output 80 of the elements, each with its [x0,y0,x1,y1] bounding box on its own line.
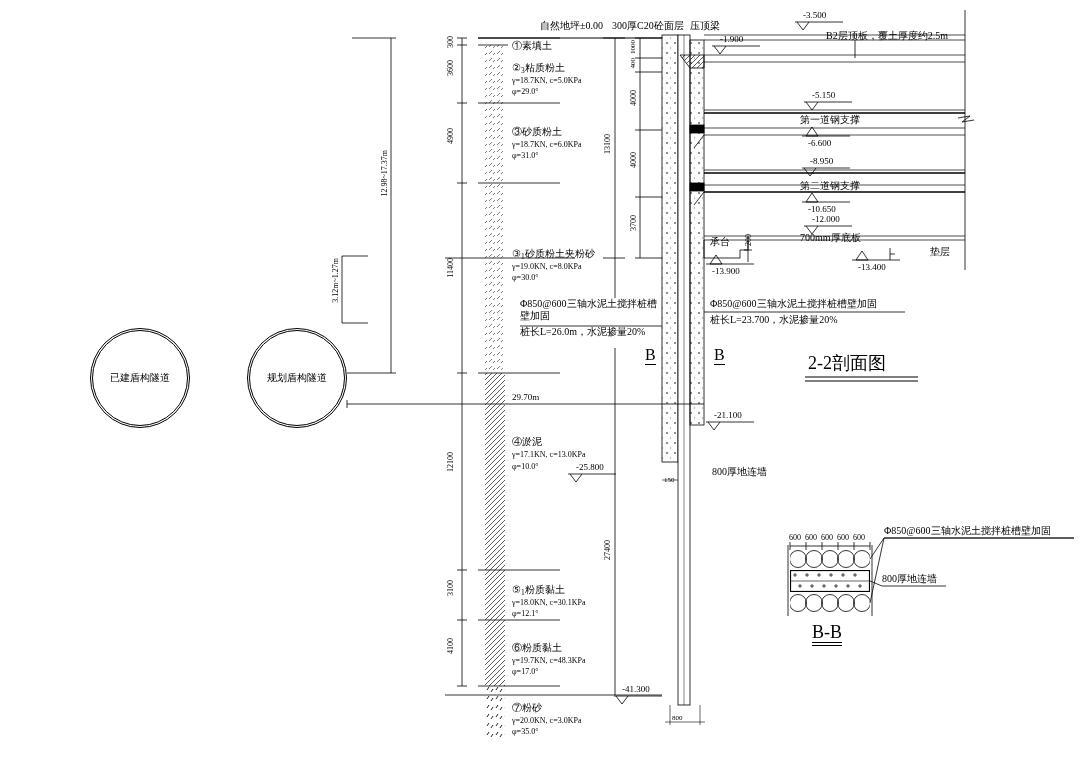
dimension-text: 3100 [446,580,456,596]
soil-property: φ=31.0° [512,151,539,161]
dimension-text: 12.98~17.37m [380,150,390,197]
soil-property: φ=17.0° [512,667,539,677]
annotation-text: 承台 [710,236,730,248]
soil-property: γ=20.0KN, c=3.0KPa [512,716,582,726]
annotation-text: 自然地坪±0.00 [540,20,603,32]
elevation-text: -10.650 [808,204,836,215]
soil-property: γ=18.0KN, c=30.1KPa [512,598,586,608]
elevation-text: -25.800 [576,462,604,473]
dimension-text: 4000 [629,90,639,106]
callout-text: Φ850@600三轴水泥土搅拌桩槽壁加固 [884,524,1074,538]
soil-layer-name: ④淤泥 [512,436,542,448]
annotation-text: 桩长L=26.0m，水泥掺量20% [520,326,646,338]
dimension-text: 12100 [446,452,456,472]
annotation-text: 700mm厚底板 [800,232,861,244]
annotation-text: 第一道钢支撑 [800,114,860,126]
soil-layer-name: ③砂质粉土 [512,126,562,138]
soil-layer-name: ⑦粉砂 [512,702,542,714]
dimension-text: 600 [789,533,801,543]
soil-layer-name: ⑥粉质黏土 [512,642,562,654]
elevation-text: -13.900 [712,266,740,277]
elevation-text: -5.150 [812,90,836,101]
soil-property: φ=35.0° [512,727,539,737]
soil-layer-name: ①素填土 [512,40,552,52]
annotation-text: 第二道钢支撑 [800,180,860,192]
callout-text: 800厚地连墙 [882,572,946,586]
section-title: 2-2剖面图 [808,352,886,374]
annotation-text: Φ850@600三轴水泥土搅拌桩槽壁加固 [710,298,877,310]
soil-layer-name: ⑤$_{1}$粉质黏土 [512,584,565,596]
dimension-text: 29.70m [512,392,540,403]
elevation-text: -3.500 [803,10,827,21]
dimension-text: 600 [821,533,833,543]
dimension-text: 13100 [603,134,613,154]
dimension-text: 600 [837,533,849,543]
elevation-text: -6.600 [808,138,832,149]
dimension-text: 4900 [446,128,456,144]
elevation-text: -41.300 [622,684,650,695]
annotation-text: 800厚地连墙 [712,466,767,478]
dimension-text: 600 [805,533,817,543]
leader-line [869,580,947,587]
soil-property: γ=18.7KN, c=6.0KPa [512,140,582,150]
soil-property: φ=30.0° [512,273,539,283]
soil-property: γ=19.0KN, c=8.0KPa [512,262,582,272]
dimension-text: 300 [446,36,456,48]
annotation-text: 压顶梁 [690,20,720,32]
pile-row [790,594,870,612]
elevation-text: -13.400 [858,262,886,273]
pile-row [790,550,870,568]
elevation-text: -12.000 [812,214,840,225]
soil-property: γ=17.1KN, c=13.0KPa [512,450,586,460]
section-title: B-B [812,622,842,646]
section-mark: B [714,346,725,365]
leader-line [869,537,1075,604]
annotation-text: B2层顶板，覆土厚度约2.5m [826,30,948,42]
annotation-text: Φ850@600三轴水泥土搅拌桩槽壁加固 [520,298,658,322]
elevation-text: -21.100 [714,410,742,421]
dimension-text: 11400 [446,258,456,278]
annotation-text: 300厚C20砼面层 [612,20,684,32]
dimension-text: 3.12m~1.27m [331,258,341,303]
dimension-text: 3600 [446,60,456,76]
soil-property: γ=18.7KN, c=5.0KPa [512,76,582,86]
elevation-text: -8.950 [810,156,834,167]
dimension-text: 600 [853,533,865,543]
soil-layer-name: ③$_{1}$砂质粉土夹粉砂 [512,248,595,260]
soil-property: φ=12.1° [512,609,539,619]
soil-property: φ=10.0° [512,462,539,472]
annotation-text: 垫层 [930,246,950,258]
elevation-text: -1.900 [720,34,744,45]
soil-property: φ=29.0° [512,87,539,97]
diaphragm-wall-band [790,570,870,592]
dimension-text: 200 [744,234,754,246]
annotation-text: 桩长L=23.700，水泥掺量20% [710,314,838,326]
soil-property: γ=19.7KN, c=48.3KPa [512,656,586,666]
section-mark: B [645,346,656,365]
soil-layer-name: ②$_{3}$粘质粉土 [512,62,565,74]
dimension-text: 27400 [603,540,613,560]
dimension-text: 3700 [629,215,639,231]
dimension-text: 4000 [629,152,639,168]
dimension-text: 4100 [446,638,456,654]
